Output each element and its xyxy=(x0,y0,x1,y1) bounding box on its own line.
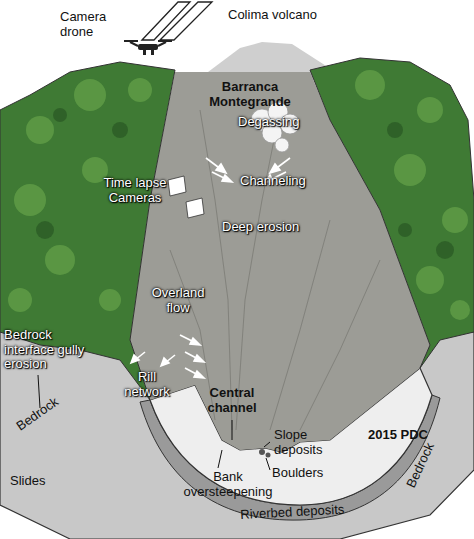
process-label: Degassing xyxy=(238,115,299,130)
camera-label: Time lapse Cameras xyxy=(98,176,172,205)
layer-label: 2015 PDC xyxy=(368,428,428,443)
feature-label: Slides xyxy=(10,474,45,489)
process-label: Overland flow xyxy=(146,286,210,315)
feature-label: Slope deposits xyxy=(274,428,338,457)
process-label: Rill network xyxy=(120,370,174,399)
feature-label: Bank oversteepening xyxy=(178,470,278,499)
feature-label: Central channel xyxy=(200,386,264,415)
drone-icon xyxy=(124,40,172,55)
process-label: Bedrock interface gully erosion xyxy=(4,328,90,372)
site-title: Barranca Montegrande xyxy=(200,80,300,109)
volcano-label: Colima volcano xyxy=(228,8,317,23)
process-label: Deep erosion xyxy=(222,220,299,235)
drone-label: Camera drone xyxy=(60,10,115,39)
process-label: Channeling xyxy=(240,174,306,189)
feature-label: Boulders xyxy=(272,466,323,481)
